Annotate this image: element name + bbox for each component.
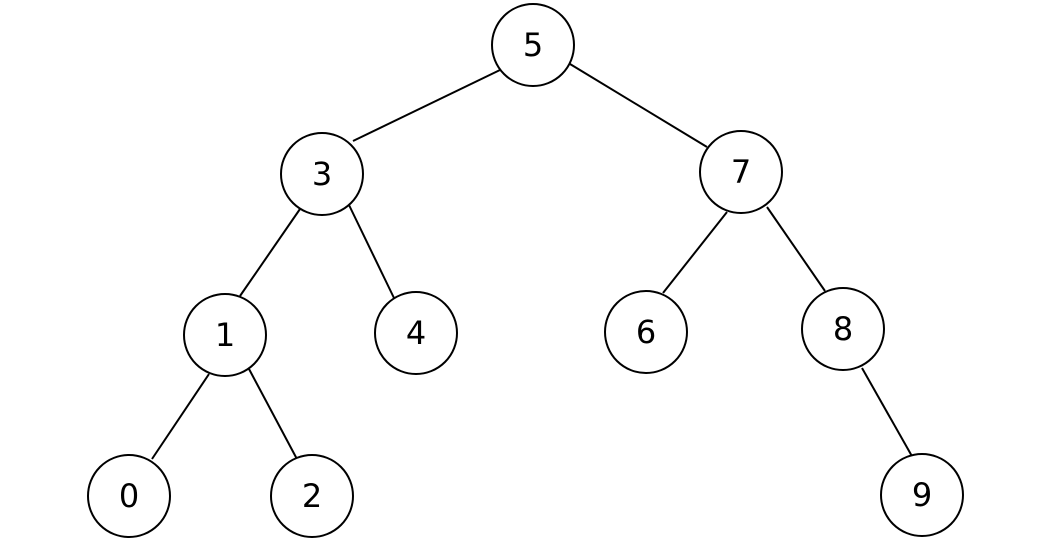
node-circle <box>604 290 688 374</box>
tree-node-8: 8 <box>801 287 885 371</box>
tree-node-5: 5 <box>491 3 575 87</box>
node-circle <box>270 454 354 538</box>
tree-node-4: 4 <box>374 291 458 375</box>
node-label: 5 <box>523 26 543 64</box>
node-circle <box>880 453 964 537</box>
node-circle <box>491 3 575 87</box>
node-label: 3 <box>312 155 332 193</box>
node-label: 0 <box>119 477 139 515</box>
edge-5-7 <box>569 63 708 148</box>
tree-node-1: 1 <box>183 293 267 377</box>
node-circle <box>280 132 364 216</box>
edge-8-9 <box>861 367 914 459</box>
tree-node-7: 7 <box>699 130 783 214</box>
edge-3-4 <box>348 204 395 299</box>
edge-3-1 <box>239 208 301 297</box>
node-circle <box>374 291 458 375</box>
tree-node-2: 2 <box>270 454 354 538</box>
node-circle <box>87 454 171 538</box>
node-circle <box>183 293 267 377</box>
edge-5-3 <box>352 69 501 142</box>
tree-node-0: 0 <box>87 454 171 538</box>
node-label: 7 <box>731 153 751 191</box>
tree-node-3: 3 <box>280 132 364 216</box>
edge-1-2 <box>248 368 299 462</box>
edge-7-8 <box>766 206 826 292</box>
node-label: 6 <box>636 313 656 351</box>
node-label: 8 <box>833 310 853 348</box>
node-label: 4 <box>406 314 426 352</box>
edge-7-6 <box>662 211 728 294</box>
tree-node-9: 9 <box>880 453 964 537</box>
node-circle <box>699 130 783 214</box>
tree-node-6: 6 <box>604 290 688 374</box>
edges <box>151 63 914 462</box>
node-label: 2 <box>302 477 322 515</box>
node-label: 1 <box>215 316 235 354</box>
node-label: 9 <box>912 476 932 514</box>
edge-1-0 <box>151 373 210 460</box>
node-circle <box>801 287 885 371</box>
